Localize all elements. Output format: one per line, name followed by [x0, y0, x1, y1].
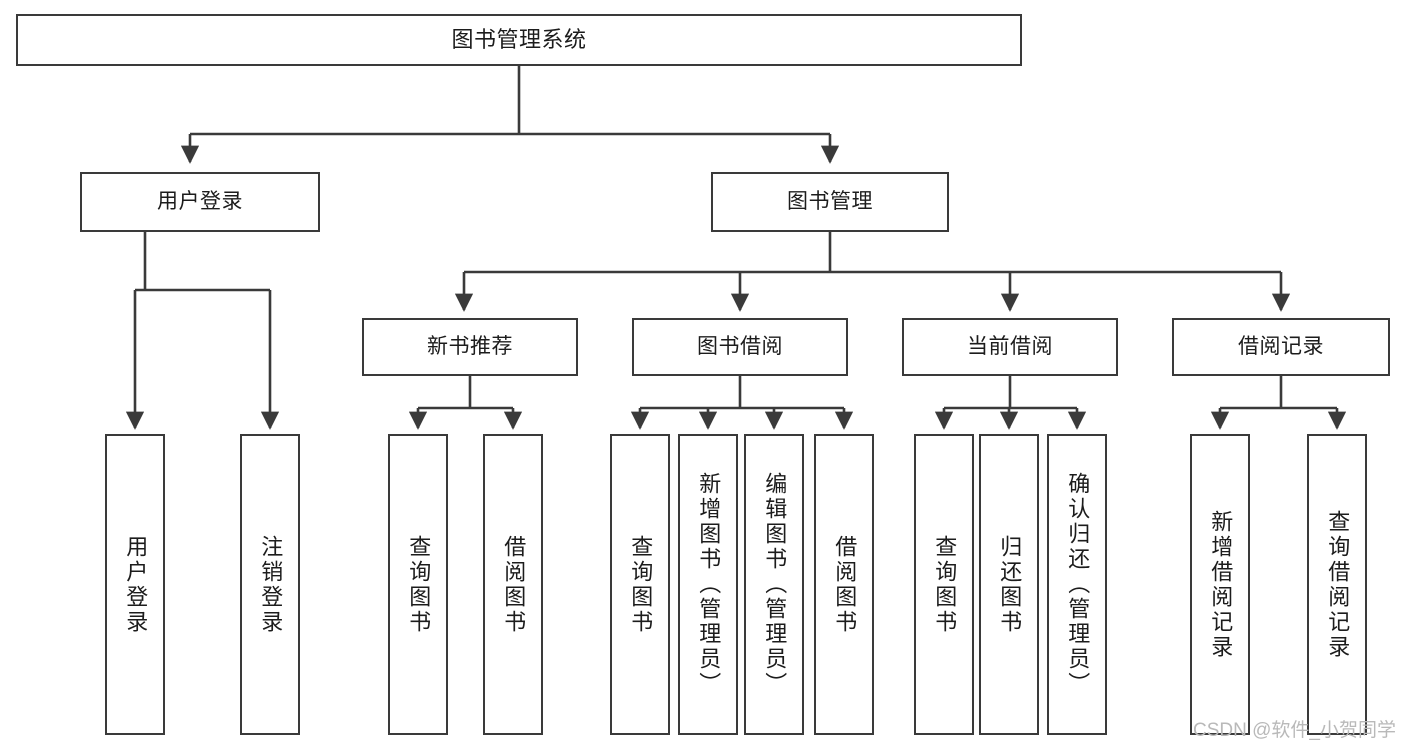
node-label: 编辑图书（管理员） [762, 472, 788, 697]
node-root-system[interactable]: 图书管理系统 [16, 14, 1022, 66]
leaf-confirm-return-admin[interactable]: 确认归还（管理员） [1047, 434, 1107, 735]
node-label: 用户登录 [157, 189, 243, 213]
leaf-user-login[interactable]: 用户登录 [105, 434, 165, 735]
node-borrow-record[interactable]: 借阅记录 [1172, 318, 1390, 376]
node-label: 图书管理系统 [451, 27, 587, 53]
node-label: 查询借阅记录 [1325, 509, 1351, 660]
leaf-add-borrow-record[interactable]: 新增借阅记录 [1190, 434, 1250, 735]
node-label: 用户登录 [123, 534, 149, 635]
node-label: 新书推荐 [427, 334, 513, 358]
leaf-borrow-book[interactable]: 借阅图书 [814, 434, 874, 735]
node-label: 查询图书 [628, 534, 654, 635]
node-label: 借阅图书 [501, 534, 527, 635]
leaf-edit-book-admin[interactable]: 编辑图书（管理员） [744, 434, 804, 735]
leaf-query-book-borrow[interactable]: 查询图书 [610, 434, 670, 735]
node-label: 图书管理 [787, 189, 873, 213]
node-label: 确认归还（管理员） [1065, 472, 1091, 697]
leaf-borrow-book-new[interactable]: 借阅图书 [483, 434, 543, 735]
leaf-return-book[interactable]: 归还图书 [979, 434, 1039, 735]
node-label: 查询图书 [406, 534, 432, 635]
node-new-book-recommend[interactable]: 新书推荐 [362, 318, 578, 376]
node-label: 图书借阅 [697, 334, 783, 358]
node-current-borrow[interactable]: 当前借阅 [902, 318, 1118, 376]
leaf-add-book-admin[interactable]: 新增图书（管理员） [678, 434, 738, 735]
node-label: 查询图书 [932, 534, 958, 635]
node-book-management[interactable]: 图书管理 [711, 172, 949, 232]
node-label: 借阅图书 [832, 534, 858, 635]
node-label: 新增借阅记录 [1208, 509, 1234, 660]
node-label: 注销登录 [258, 534, 284, 635]
node-label: 归还图书 [997, 534, 1023, 635]
leaf-query-borrow-record[interactable]: 查询借阅记录 [1307, 434, 1367, 735]
node-label: 当前借阅 [967, 334, 1053, 358]
leaf-query-book-current[interactable]: 查询图书 [914, 434, 974, 735]
node-book-borrow[interactable]: 图书借阅 [632, 318, 848, 376]
leaf-user-logout[interactable]: 注销登录 [240, 434, 300, 735]
node-user-login[interactable]: 用户登录 [80, 172, 320, 232]
watermark-text: CSDN @软件_小贺同学 [1193, 720, 1396, 741]
node-label: 借阅记录 [1238, 334, 1324, 358]
leaf-query-book-new[interactable]: 查询图书 [388, 434, 448, 735]
node-label: 新增图书（管理员） [696, 472, 722, 697]
